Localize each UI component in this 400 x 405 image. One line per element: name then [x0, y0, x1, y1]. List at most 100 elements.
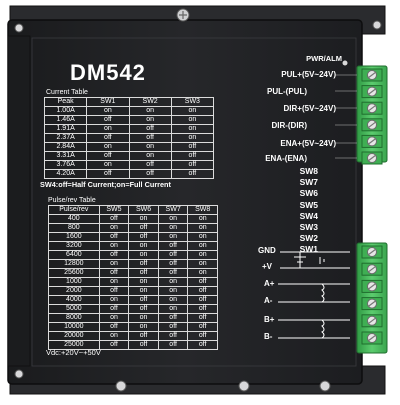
table-header: SW3 — [170, 97, 215, 107]
table-cell: on — [128, 241, 159, 251]
table-cell: on — [128, 115, 172, 125]
table-cell: on — [187, 214, 218, 224]
table-cell: off — [98, 268, 130, 278]
current-table-caption: Current Table — [46, 89, 88, 96]
table-cell: 800 — [48, 223, 100, 233]
table-cell: off — [157, 313, 189, 323]
table-cell: 6400 — [48, 250, 100, 260]
table-cell: on — [128, 322, 159, 332]
table-cell: off — [157, 331, 189, 341]
table-cell: off — [128, 124, 172, 134]
table-cell: off — [128, 331, 159, 341]
table-header: SW7 — [157, 205, 189, 215]
table-cell: off — [128, 304, 159, 314]
table-cell: off — [98, 286, 130, 296]
table-cell: on — [157, 295, 189, 305]
table-cell: 5000 — [48, 304, 100, 314]
model-title: DM542 — [70, 60, 146, 85]
pul-plus-label: PUL+(5V~24V) — [281, 70, 336, 79]
table-cell: off — [128, 160, 172, 170]
table-cell: 1.91A — [43, 124, 88, 134]
table-cell: off — [157, 268, 189, 278]
table-cell: on — [157, 214, 189, 224]
b-plus-label: B+ — [264, 315, 275, 324]
table-cell: 2.37A — [43, 133, 88, 143]
dip-switch-label: SW7 — [299, 177, 318, 188]
table-cell: on — [187, 259, 218, 269]
table-header: SW8 — [187, 205, 218, 215]
table-cell: on — [128, 151, 172, 161]
table-cell: 1.46A — [43, 115, 88, 125]
table-cell: off — [157, 250, 189, 260]
table-cell: off — [128, 133, 172, 143]
table-header: Pulse/rev — [48, 205, 100, 215]
table-cell: 4.20A — [43, 169, 88, 179]
table-cell: on — [157, 286, 189, 296]
table-cell: on — [128, 313, 159, 323]
table-header-row: Pulse/rev SW5 SW6 SW7 SW8 — [48, 205, 218, 215]
table-cell: 400 — [48, 214, 100, 224]
table-cell: on — [128, 250, 159, 260]
table-cell: off — [157, 340, 189, 350]
table-cell: off — [86, 115, 130, 125]
table-cell: off — [170, 142, 215, 152]
b-minus-label: B- — [264, 332, 273, 341]
table-cell: on — [98, 241, 130, 251]
ena-plus-label: ENA+(5V~24V) — [280, 139, 336, 148]
table-cell: off — [128, 259, 159, 269]
table-cell: 1000 — [48, 277, 100, 287]
table-cell: off — [128, 223, 159, 233]
table-cell: on — [86, 106, 130, 116]
table-cell: off — [98, 250, 130, 260]
screw-icons — [14, 8, 382, 392]
power-terminal-block — [356, 242, 388, 354]
vplus-label: +V — [262, 262, 273, 271]
table-cell: off — [128, 169, 172, 179]
voltage-label: Vdc:+20V~+50V — [46, 348, 101, 357]
dir-minus-label: DIR-(DIR) — [271, 121, 307, 130]
table-cell: on — [98, 259, 130, 269]
table-cell: 3.76A — [43, 160, 88, 170]
table-cell: 3200 — [48, 241, 100, 251]
table-cell: off — [98, 232, 130, 242]
table-cell: 8000 — [48, 313, 100, 323]
table-cell: off — [86, 169, 130, 179]
table-cell: on — [128, 142, 172, 152]
table-cell: off — [170, 160, 215, 170]
table-cell: off — [187, 304, 218, 314]
dip-switch-label: SW8 — [299, 166, 318, 176]
table-cell: off — [187, 295, 218, 305]
table-header: Peak — [43, 97, 88, 107]
table-cell: on — [187, 250, 218, 260]
table-cell: off — [86, 151, 130, 161]
table-header-row: Peak SW1 SW2 SW3 — [43, 97, 215, 107]
pwr-alm-label: PWR/ALM — [306, 54, 342, 63]
table-cell: on — [157, 277, 189, 287]
dip-switch-label: SW2 — [299, 233, 318, 244]
dip-switch-label: SW5 — [299, 199, 318, 210]
table-cell: 10000 — [48, 322, 100, 332]
table-cell: off — [128, 232, 159, 242]
a-minus-label: A- — [264, 296, 273, 305]
table-header: SW2 — [128, 97, 172, 107]
pwr-alm-led-icon — [342, 60, 348, 66]
table-header: SW5 — [98, 205, 130, 215]
signal-terminal-block — [356, 65, 388, 165]
table-cell: off — [170, 151, 215, 161]
table-cell: off — [128, 340, 159, 350]
table-cell: off — [98, 322, 130, 332]
